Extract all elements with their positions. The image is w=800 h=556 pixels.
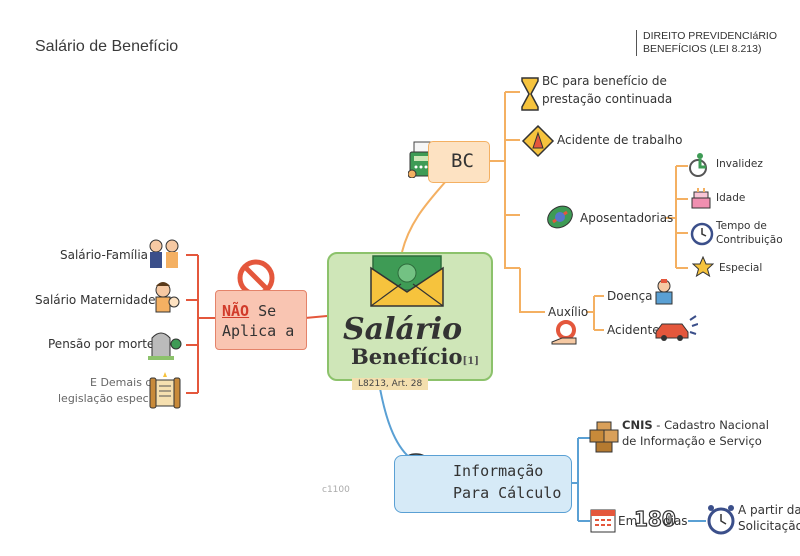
center-node: Salário Benefício[1] xyxy=(327,252,493,381)
bc-node: BC xyxy=(428,141,490,183)
star-icon xyxy=(692,256,714,278)
hourglass-icon xyxy=(521,77,539,111)
bc-tempo-line-1: Tempo de xyxy=(716,220,767,232)
lifebuoy-hand-icon xyxy=(551,320,577,345)
family-icon xyxy=(149,239,179,268)
center-reference: L8213, Art. 28 xyxy=(352,378,429,390)
header-line-2: BENEFÍCIOS (LEI 8.213) xyxy=(643,43,762,55)
info-node: Informação Para Cálculo xyxy=(394,455,572,513)
cnis-rest: - Cadastro Nacional xyxy=(652,418,769,432)
alarm-clock-icon xyxy=(707,505,735,535)
left-demais-line-2: legislação especial xyxy=(58,392,162,405)
mother-baby-icon xyxy=(155,282,180,313)
bc-invalidez: Invalidez xyxy=(716,158,763,170)
dias-em: Em xyxy=(618,514,638,528)
left-demais-line-1: E Demais de xyxy=(90,376,160,389)
bc-auxilio: Auxílio xyxy=(548,305,589,319)
nao-se: Se xyxy=(258,302,277,320)
watermark: c1100 xyxy=(322,485,350,495)
bc-idade: Idade xyxy=(716,192,746,204)
bc-aposentadorias: Aposentadorias xyxy=(580,211,674,225)
bc-acidente-trabalho: Acidente de trabalho xyxy=(557,133,683,147)
boxes-icon xyxy=(589,421,619,453)
football-icon xyxy=(547,205,573,229)
header-line-1: DIREITO PREVIDENCIáRIO xyxy=(643,30,777,42)
calendar-icon xyxy=(590,509,616,533)
bc-especial: Especial xyxy=(719,262,763,274)
left-salario-familia: Salário-Família xyxy=(60,248,149,262)
dias-label: dias xyxy=(663,514,688,528)
nao-aplica: Aplica a xyxy=(222,322,295,340)
tombstone-icon xyxy=(148,332,182,360)
left-pensao: Pensão por morte xyxy=(48,337,155,351)
bc-prestacao-line-2: prestação continuada xyxy=(542,92,673,106)
dias-number: 180 xyxy=(633,506,676,531)
birthday-cake-icon xyxy=(691,188,711,209)
nao-se-aplica-node: NÃO Se Aplica a xyxy=(215,290,307,350)
clock-icon xyxy=(690,222,714,246)
header-tag: DIREITO PREVIDENCIáRIO BENEFÍCIOS (LEI 8… xyxy=(636,30,777,56)
envelope-icon xyxy=(370,255,444,307)
center-title-line-2: Benefício xyxy=(351,344,463,369)
nao-word: NÃO xyxy=(222,302,250,320)
bc-doenca: Doença xyxy=(607,289,653,303)
info-title-line-1: Informação xyxy=(453,462,544,480)
bc-label: BC xyxy=(451,150,474,172)
scroll-document-icon xyxy=(149,372,181,409)
cnis-line-2: de Informação e Serviço xyxy=(622,434,762,448)
partir-line-1: A partir da xyxy=(738,503,800,517)
warning-cone-icon xyxy=(521,124,555,158)
bc-prestacao-line-1: BC para benefício de xyxy=(542,74,667,88)
partir-line-2: Solicitação xyxy=(738,519,800,533)
cnis-bold: CNIS xyxy=(622,418,653,432)
left-salario-maternidade: Salário Maternidade xyxy=(35,293,156,307)
bc-tempo-line-2: Contribuição xyxy=(716,234,783,246)
car-crash-icon xyxy=(655,315,698,341)
center-footnote: [1] xyxy=(462,356,479,367)
bc-acidente: Acidente xyxy=(607,323,660,337)
center-title-line-1: Salário xyxy=(343,312,463,347)
wheelchair-icon xyxy=(689,153,707,177)
sick-person-icon xyxy=(655,279,673,305)
info-title-line-2: Para Cálculo xyxy=(453,484,562,502)
page-title: Salário de Benefício xyxy=(35,38,179,55)
